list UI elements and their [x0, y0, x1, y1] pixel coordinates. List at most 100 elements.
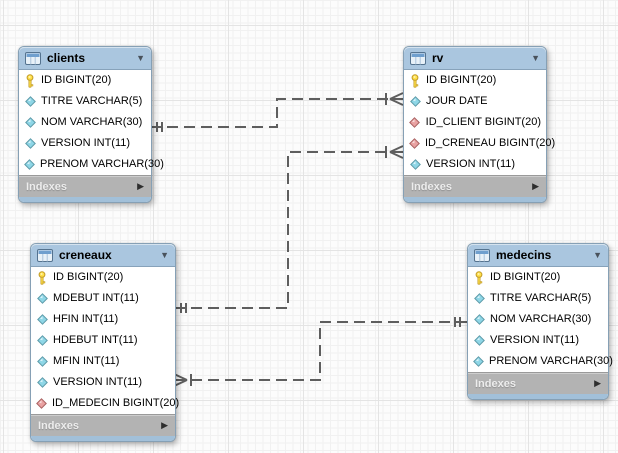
- relationship-creneaux-rv[interactable]: [174, 151, 403, 309]
- column-icon: [24, 138, 36, 149]
- column-row[interactable]: VERSION INT(11): [31, 372, 175, 393]
- column-row[interactable]: JOUR DATE: [404, 91, 546, 112]
- column-icon: [473, 356, 484, 367]
- column-icon: [24, 159, 35, 170]
- indexes-label: Indexes: [475, 377, 516, 390]
- column-name: ID_CLIENT BIGINT(20): [425, 116, 541, 128]
- column-name: NOM VARCHAR(30): [490, 313, 592, 325]
- column-row[interactable]: NOM VARCHAR(30): [19, 112, 151, 133]
- table-name: rv: [432, 51, 444, 65]
- table-icon: [474, 248, 490, 262]
- column-row[interactable]: NOM VARCHAR(30): [468, 309, 608, 330]
- cardinality-many-marker: [389, 98, 404, 106]
- column-icon: [409, 159, 421, 170]
- table-header[interactable]: rv ▼: [404, 47, 546, 70]
- foreign-key-icon: [36, 398, 47, 409]
- table-name: creneaux: [59, 248, 112, 262]
- column-icon: [24, 96, 36, 107]
- foreign-key-icon: [409, 117, 421, 128]
- table-icon: [37, 248, 53, 262]
- collapse-arrow-icon[interactable]: ▼: [160, 249, 169, 260]
- column-name: JOUR DATE: [426, 95, 488, 107]
- column-row[interactable]: ID BIGINT(20): [31, 267, 175, 288]
- column-row[interactable]: HDEBUT INT(11): [31, 330, 175, 351]
- table-header[interactable]: medecins ▼: [468, 244, 608, 267]
- indexes-label: Indexes: [411, 180, 452, 193]
- column-icon: [36, 356, 48, 367]
- relationship-creneaux-medecins[interactable]: [174, 321, 467, 381]
- column-row[interactable]: HFIN INT(11): [31, 309, 175, 330]
- indexes-bar[interactable]: Indexes▶: [31, 414, 175, 436]
- column-icon: [36, 335, 48, 346]
- table-rv[interactable]: rv ▼ ID BIGINT(20) JOUR DATE ID_CLIENT BIGIN…: [403, 46, 555, 203]
- table-medecins[interactable]: medecins ▼ ID BIGINT(20) TITRE VARCHAR(5) NO…: [467, 243, 613, 400]
- column-row[interactable]: TITRE VARCHAR(5): [19, 91, 151, 112]
- column-row[interactable]: MFIN INT(11): [31, 351, 175, 372]
- column-name: TITRE VARCHAR(5): [41, 95, 143, 107]
- column-row[interactable]: MDEBUT INT(11): [31, 288, 175, 309]
- expand-arrow-icon: ▶: [137, 181, 144, 191]
- table-header[interactable]: clients▼: [19, 47, 151, 70]
- column-icon: [36, 314, 48, 325]
- relationship-clients-rv[interactable]: [150, 98, 403, 128]
- column-row[interactable]: ID BIGINT(20): [19, 70, 151, 91]
- column-name: VERSION INT(11): [53, 376, 143, 388]
- indexes-label: Indexes: [26, 180, 67, 193]
- column-row[interactable]: ID BIGINT(20): [404, 70, 546, 91]
- column-name: VERSION INT(11): [426, 158, 516, 170]
- column-icon: [409, 96, 421, 107]
- column-row[interactable]: VERSION INT(11): [404, 154, 546, 175]
- column-row[interactable]: ID_CRENEAU BIGINT(20): [404, 133, 555, 154]
- column-name: ID_CRENEAU BIGINT(20): [425, 137, 556, 149]
- column-row[interactable]: VERSION INT(11): [19, 133, 151, 154]
- indexes-bar[interactable]: Indexes▶: [404, 175, 546, 197]
- table-creneaux[interactable]: creneaux ▼ ID BIGINT(20) MDEBUT INT(11) HFIN…: [30, 243, 179, 442]
- primary-key-icon: [36, 270, 48, 285]
- column-name: ID BIGINT(20): [41, 74, 112, 86]
- primary-key-icon: [473, 270, 485, 285]
- cardinality-many-marker: [173, 373, 188, 381]
- column-name: TITRE VARCHAR(5): [490, 292, 592, 304]
- foreign-key-icon: [409, 138, 420, 149]
- column-icon: [473, 335, 485, 346]
- column-name: ID BIGINT(20): [53, 271, 124, 283]
- expand-arrow-icon: ▶: [594, 378, 601, 388]
- columns-list: ID BIGINT(20) JOUR DATE ID_CLIENT BIGINT(2…: [404, 70, 555, 175]
- column-row[interactable]: ID BIGINT(20): [468, 267, 608, 288]
- table-bottom-strip: [404, 197, 546, 202]
- column-name: HFIN INT(11): [53, 313, 119, 325]
- collapse-arrow-icon[interactable]: ▼: [593, 249, 602, 260]
- column-name: VERSION INT(11): [41, 137, 131, 149]
- column-icon: [36, 293, 48, 304]
- column-row[interactable]: ID_MEDECIN BIGINT(20): [31, 393, 179, 414]
- column-row[interactable]: PRENOM VARCHAR(30): [468, 351, 613, 372]
- primary-key-icon: [24, 73, 36, 88]
- column-name: PRENOM VARCHAR(30): [489, 355, 613, 367]
- table-bottom-strip: [19, 197, 151, 202]
- column-name: HDEBUT INT(11): [53, 334, 138, 346]
- column-row[interactable]: TITRE VARCHAR(5): [468, 288, 608, 309]
- table-name: medecins: [496, 248, 552, 262]
- columns-list: ID BIGINT(20) TITRE VARCHAR(5) NOM VARCHAR…: [19, 70, 164, 175]
- indexes-bar[interactable]: Indexes ▶: [19, 175, 151, 197]
- columns-list: ID BIGINT(20) TITRE VARCHAR(5) NOM VARCHAR…: [468, 267, 613, 372]
- columns-list: ID BIGINT(20) MDEBUT INT(11) HFIN INT(11) H…: [31, 267, 179, 414]
- collapse-arrow-icon[interactable]: ▼: [531, 52, 540, 63]
- table-header[interactable]: creneaux ▼: [31, 244, 175, 267]
- table-icon: [410, 51, 426, 65]
- column-row[interactable]: ID_CLIENT BIGINT(20): [404, 112, 546, 133]
- collapse-arrow-icon[interactable]: ▼: [136, 52, 145, 63]
- table-icon: [25, 51, 41, 65]
- column-row[interactable]: VERSION INT(11): [468, 330, 608, 351]
- table-bottom-strip: [468, 394, 608, 399]
- column-icon: [36, 377, 48, 388]
- column-name: MDEBUT INT(11): [53, 292, 139, 304]
- indexes-label: Indexes: [38, 419, 79, 432]
- indexes-bar[interactable]: Indexes ▶: [468, 372, 608, 394]
- table-clients[interactable]: clients▼ ID BIGINT(20) TITRE VARCHAR(5) NOM…: [18, 46, 164, 203]
- column-name: PRENOM VARCHAR(30): [40, 158, 164, 170]
- column-icon: [473, 293, 485, 304]
- column-row[interactable]: PRENOM VARCHAR(30): [19, 154, 164, 175]
